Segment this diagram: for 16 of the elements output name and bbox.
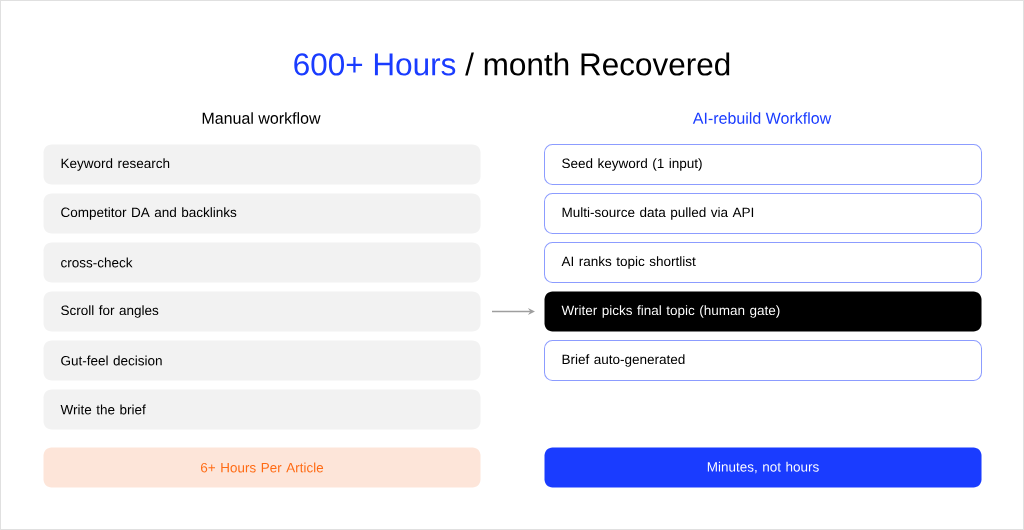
- step-box: Write the brief: [43, 389, 481, 430]
- step-box: Keyword research: [43, 144, 481, 185]
- step-box: Gut-feel decision: [43, 340, 481, 381]
- column-heading: Manual workflow: [202, 112, 321, 124]
- step-box: Multi-source data pulled via API: [544, 193, 982, 234]
- step-box: Scroll for angles: [43, 291, 481, 332]
- step-box: Brief auto-generated: [544, 340, 982, 381]
- step-box: cross-check: [43, 242, 481, 283]
- summary-banner: 6+ Hours Per Article: [43, 447, 481, 488]
- step-box: Competitor DA and backlinks: [43, 193, 481, 234]
- highlight-box: Writer picks final topic (human gate): [544, 291, 982, 332]
- step-box: Seed keyword (1 input): [544, 144, 982, 185]
- column-heading: AI-rebuild Workflow: [692, 112, 832, 124]
- step-box: AI ranks topic shortlist: [544, 242, 982, 283]
- summary-banner: Minutes, not hours: [544, 447, 982, 488]
- title: 600+ Hours / month Recovered: [294, 52, 730, 76]
